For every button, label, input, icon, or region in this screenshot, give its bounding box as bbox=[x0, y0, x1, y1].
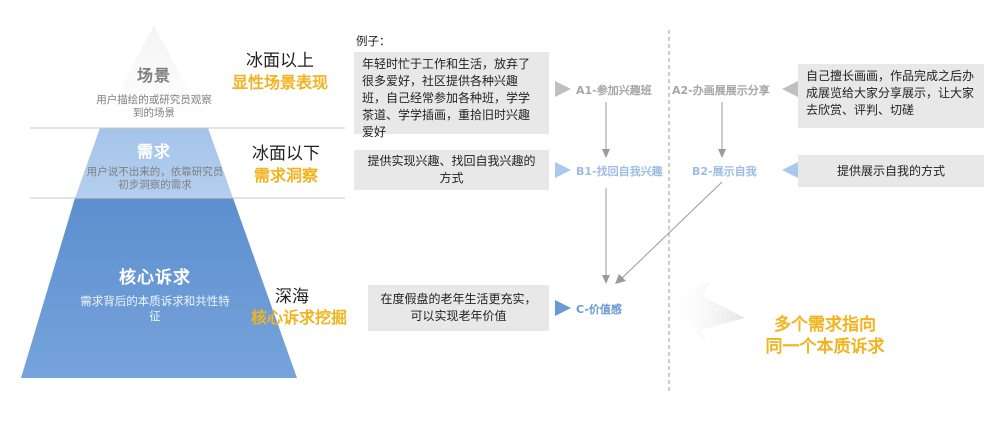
arrow-b1-right-icon bbox=[555, 162, 571, 178]
node-b1: B1-找回自我兴趣 bbox=[576, 165, 663, 178]
tier-desc-core: 需求背后的本质诉求和共性特征 bbox=[80, 294, 230, 323]
tier-desc-scene: 用户描绘的或研究员观察到的场景 bbox=[96, 94, 212, 119]
label-deep-sea: 深海 bbox=[275, 287, 309, 307]
arrow-b2-left-icon bbox=[782, 162, 798, 178]
arrow-a2-to-b2-head-icon bbox=[718, 149, 726, 158]
example-box-c: 在度假盘的老年生活更充实，可以实现老年价值 bbox=[368, 285, 549, 331]
label-above-ice: 冰面以上 bbox=[246, 51, 314, 71]
node-a1: A1-参加兴趣班 bbox=[576, 84, 652, 97]
example-label: 例子： bbox=[356, 34, 391, 48]
example-box-a1: 年轻时忙于工作和生活，放弃了很多爱好，社区提供各种兴趣班，自己经常参加各种班，学… bbox=[354, 52, 549, 139]
example-box-b2: 提供展示自我的方式 bbox=[798, 155, 984, 187]
label-need-insight: 需求洞察 bbox=[253, 166, 318, 185]
conclusion-line-1: 多个需求指向 bbox=[774, 315, 876, 335]
arrow-b2-to-c bbox=[621, 181, 723, 279]
label-below-ice: 冰面以下 bbox=[252, 144, 320, 164]
node-b2: B2-展示自我 bbox=[692, 165, 757, 178]
arrow-b2-to-c-head-icon bbox=[615, 274, 626, 284]
node-a2: A2-办画展展示分享 bbox=[672, 84, 770, 97]
pyramid-tier-top bbox=[100, 25, 208, 128]
arrow-a2-left-icon bbox=[782, 81, 798, 97]
label-core-mining: 核心诉求挖掘 bbox=[250, 308, 347, 327]
node-c: C-价值感 bbox=[576, 303, 622, 316]
conclusion-fade-arrow bbox=[665, 282, 745, 344]
tier-title-core: 核心诉求 bbox=[119, 268, 191, 288]
tier-title-need: 需求 bbox=[136, 142, 171, 161]
pyramid-tier-bottom bbox=[21, 198, 297, 378]
arrow-a1-right-icon bbox=[555, 81, 571, 97]
arrow-a1-to-b1-head-icon bbox=[602, 149, 610, 158]
tier-desc-need: 用户说不出来的，依靠研究员初步洞察的需求 bbox=[86, 166, 224, 191]
arrow-b1-to-c-head-icon bbox=[602, 275, 610, 284]
arrow-c-right-icon bbox=[555, 300, 571, 316]
tier-title-scene: 场景 bbox=[136, 66, 171, 85]
label-explicit-scene: 显性场景表现 bbox=[231, 73, 328, 92]
pyramid-tier-middle bbox=[75, 128, 233, 198]
conclusion-line-2: 同一个本质诉求 bbox=[765, 337, 885, 357]
example-box-a2: 自己擅长画画，作品完成之后办成展览给大家分享展示，让大家去欣赏、评判、切磋 bbox=[798, 64, 984, 128]
example-box-b1: 提供实现兴趣、找回自我兴趣的方式 bbox=[354, 150, 549, 190]
